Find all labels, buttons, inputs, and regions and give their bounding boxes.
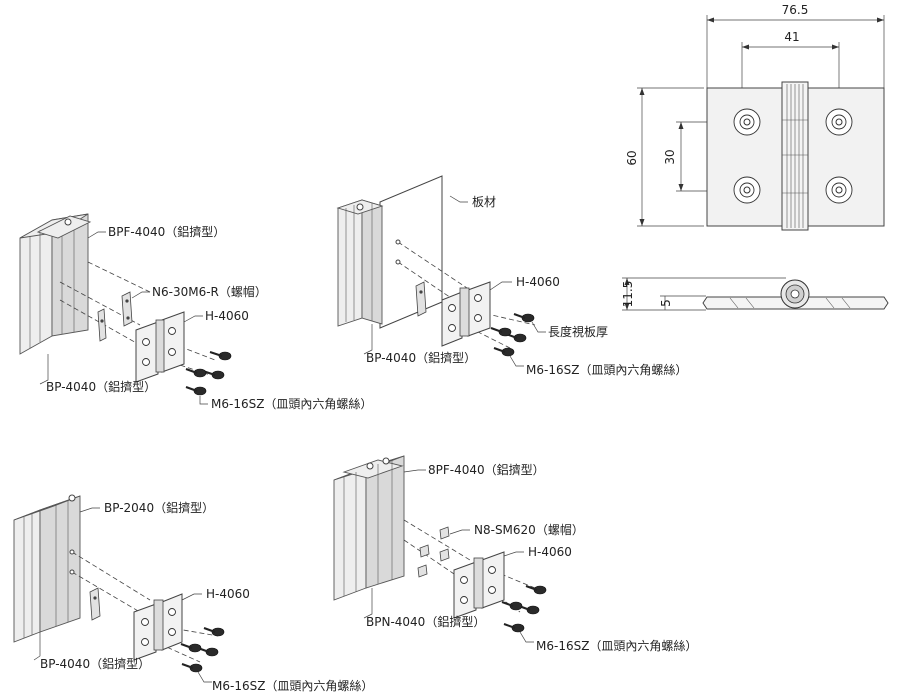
label-a1-profile-bottom: BP-4040（鋁擠型） bbox=[46, 379, 156, 394]
label-a4-profile-top: 8PF-4040（鋁擠型） bbox=[428, 462, 545, 477]
label-a1-profile-top: BPF-4040（鋁擠型） bbox=[108, 224, 225, 239]
dim-width-total: 76.5 bbox=[782, 3, 809, 17]
label-a3-profile-top: BP-2040（鋁擠型） bbox=[104, 500, 214, 515]
dim-thickness-plate: 5 bbox=[659, 299, 673, 307]
dim-width-holes: 41 bbox=[784, 30, 799, 44]
label-a1-nut: N6-30M6-R（螺帽） bbox=[152, 284, 267, 299]
label-a2-screw: M6-16SZ（皿頭內六角螺絲） bbox=[526, 362, 687, 377]
hinge-side-view: 11.5 5 bbox=[621, 277, 889, 311]
label-a1-hinge: H-4060 bbox=[205, 309, 249, 323]
label-a4-nut: N8-SM620（螺帽） bbox=[474, 522, 584, 537]
label-a4-screw: M6-16SZ（皿頭內六角螺絲） bbox=[536, 638, 697, 653]
label-a2-board: 板材 bbox=[472, 195, 496, 209]
label-a4-profile-bottom: BPN-4040（鋁擠型） bbox=[366, 614, 485, 629]
label-a3-profile-bottom: BP-4040（鋁擠型） bbox=[40, 656, 150, 671]
hinge-front-view: 76.5 41 60 30 bbox=[625, 3, 885, 231]
dim-height-holes: 30 bbox=[663, 149, 677, 164]
dim-thickness-total: 11.5 bbox=[621, 281, 635, 308]
label-a3-screw: M6-16SZ（皿頭內六角螺絲） bbox=[212, 678, 373, 693]
dim-height-total: 60 bbox=[625, 150, 639, 165]
label-a1-screw: M6-16SZ（皿頭內六角螺絲） bbox=[211, 396, 372, 411]
label-a2-profile: BP-4040（鋁擠型） bbox=[366, 350, 476, 365]
label-a4-hinge: H-4060 bbox=[528, 545, 572, 559]
assembly-1: BPF-4040（鋁擠型） N6-30M6-R（螺帽） H-4060 BP-40… bbox=[19, 213, 372, 411]
label-a3-hinge: H-4060 bbox=[206, 587, 250, 601]
label-a2-board-note: 長度視板厚 bbox=[548, 324, 608, 339]
label-a2-hinge: H-4060 bbox=[516, 275, 560, 289]
assembly-4: 8PF-4040（鋁擠型） N8-SM620（螺帽） H-4060 BPN-40… bbox=[333, 455, 697, 653]
assembly-3: BP-2040（鋁擠型） H-4060 BP-4040（鋁擠型） M6-16SZ… bbox=[13, 494, 373, 693]
assembly-2: 板材 H-4060 長度視板厚 BP-4040（鋁擠型） M6-16SZ（皿頭內… bbox=[336, 175, 687, 377]
